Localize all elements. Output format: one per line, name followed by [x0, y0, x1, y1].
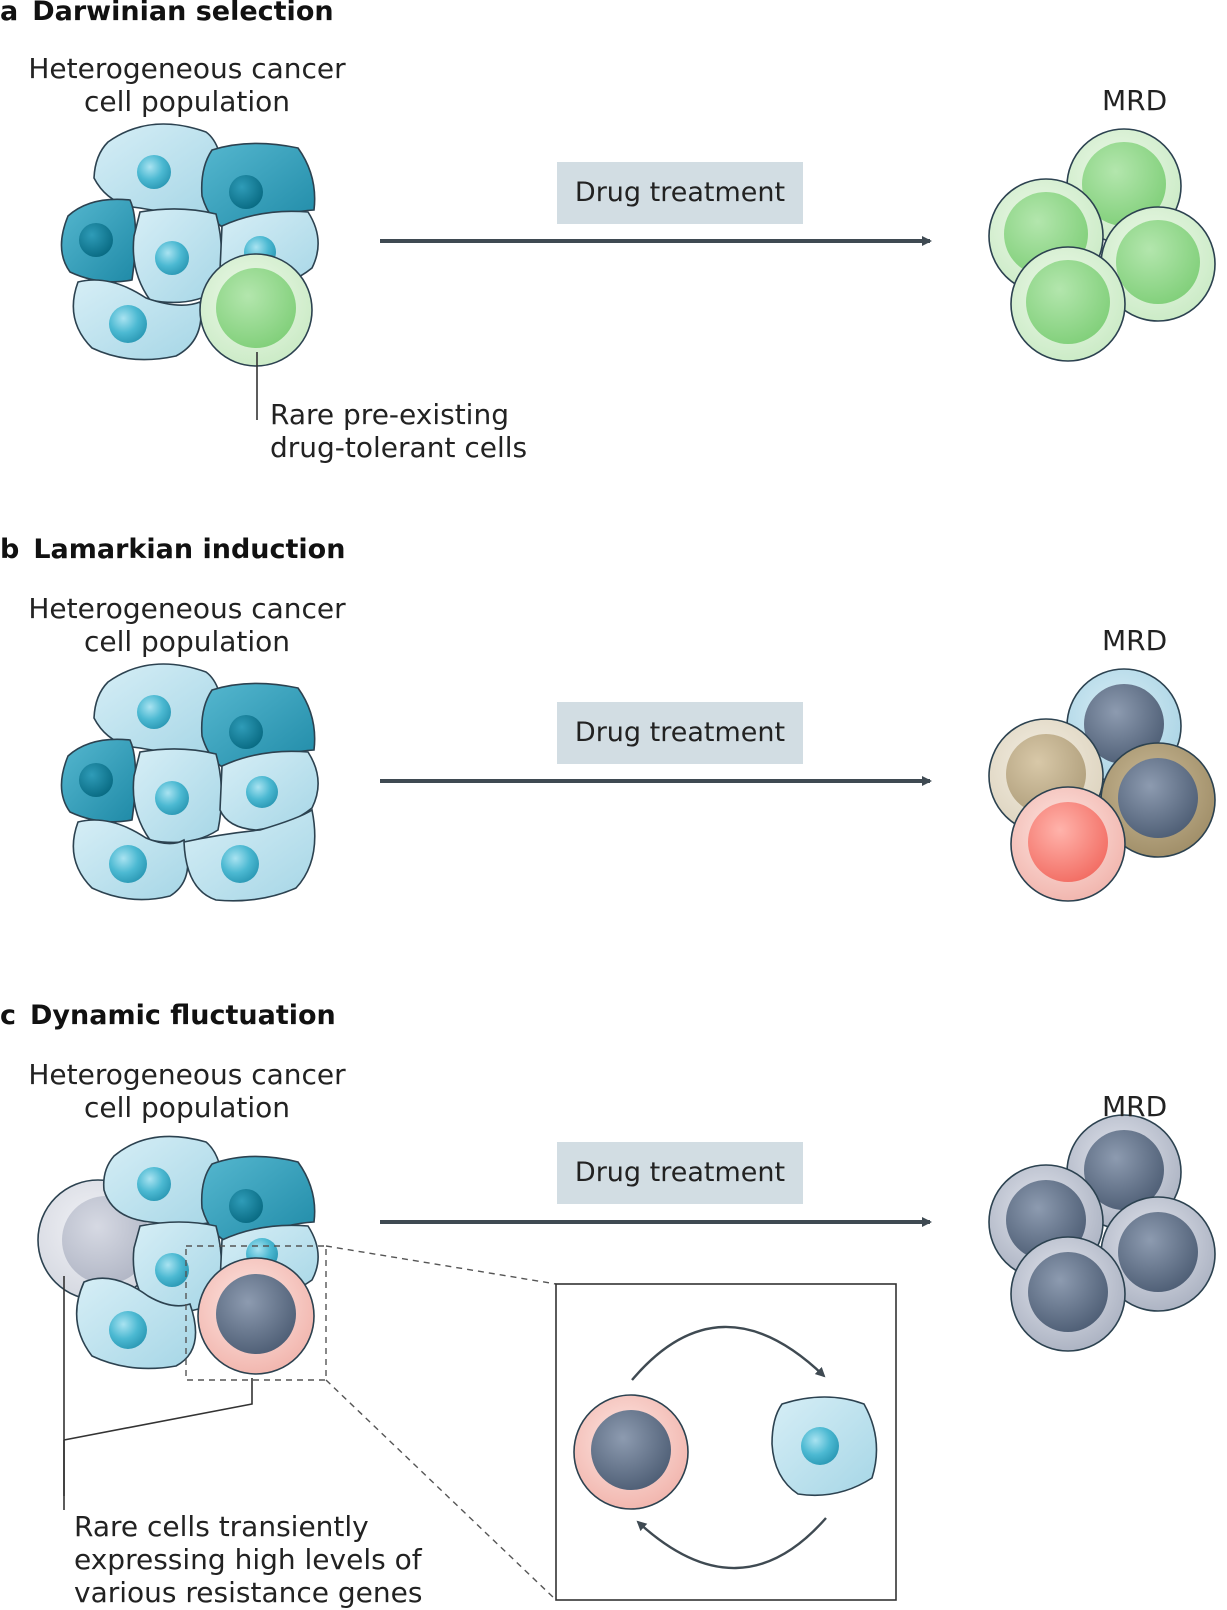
panel-a-cell-cluster [60, 123, 319, 420]
panel-b-cell-cluster [60, 663, 319, 902]
panel-b-mrd-cluster [988, 668, 1216, 902]
nucleus-icon [246, 776, 278, 808]
panel-a-mrd-cluster [988, 128, 1216, 362]
nucleus-icon [221, 845, 259, 883]
panel-b-mrd-label: MRD [1102, 624, 1168, 657]
annotation-line-1: Rare cells transiently [74, 1510, 369, 1543]
panel-c-cell-cluster [37, 1135, 327, 1510]
panel-a-drug-treatment-box: Drug treatment [557, 162, 803, 224]
zoom-source-box [185, 1245, 327, 1381]
panel-b-letter: b [0, 534, 20, 565]
drug-tolerant-cell-nucleus [216, 268, 296, 348]
population-label-line-1: Heterogeneous cancer [28, 592, 346, 625]
nucleus-icon [109, 1311, 147, 1349]
cycle-arrow-bottom [636, 1517, 827, 1570]
panel-a-title-text: Darwinian selection [32, 0, 334, 27]
nucleus-icon [155, 781, 189, 815]
population-label-line-2: cell population [83, 1091, 291, 1124]
zoom-connector-top [325, 1245, 557, 1285]
nucleus-icon [155, 1253, 189, 1287]
nucleus-icon [229, 715, 263, 749]
population-label-line-1: Heterogeneous cancer [28, 52, 346, 85]
nucleus-icon [79, 223, 113, 257]
panel-c-population-label: Heterogeneous cancer cell population [16, 1058, 358, 1124]
nucleus-icon [79, 763, 113, 797]
panel-c-drug-treatment-box: Drug treatment [557, 1142, 803, 1204]
panel-a-letter: a [0, 0, 19, 27]
panel-c-letter: c [0, 1000, 17, 1031]
population-label-line-1: Heterogeneous cancer [28, 1058, 346, 1091]
nucleus-icon [137, 695, 171, 729]
nucleus-icon [137, 155, 171, 189]
zoom-connector-bottom [325, 1379, 557, 1601]
panel-c-annotation: Rare cells transiently expressing high l… [74, 1510, 422, 1609]
annotation-line-2: drug-tolerant cells [270, 431, 528, 464]
panel-c-title: c Dynamic fluctuation [0, 1000, 336, 1031]
nucleus-icon [155, 241, 189, 275]
cycle-arrow-top [631, 1325, 826, 1381]
nucleus-icon [137, 1167, 171, 1201]
population-label-line-2: cell population [83, 85, 291, 118]
nucleus-icon [801, 1427, 839, 1465]
fluctuation-inset [555, 1283, 897, 1601]
panel-a-population-label: Heterogeneous cancer cell population [16, 52, 358, 118]
nucleus-icon [229, 1189, 263, 1223]
nucleus-icon [109, 845, 147, 883]
panel-b-population-label: Heterogeneous cancer cell population [16, 592, 358, 658]
panel-a-title: a Darwinian selection [0, 0, 334, 27]
panel-c-title-text: Dynamic fluctuation [30, 1000, 336, 1031]
panel-a-annotation: Rare pre-existing drug-tolerant cells [270, 398, 527, 464]
nucleus-icon [229, 175, 263, 209]
panel-c-mrd-label: MRD [1102, 1090, 1168, 1123]
panel-a-mrd-label: MRD [1102, 84, 1168, 117]
panel-b-drug-treatment-box: Drug treatment [557, 702, 803, 764]
nucleus-icon [109, 305, 147, 343]
annotation-line-3: various resistance genes [74, 1576, 423, 1609]
population-label-line-2: cell population [83, 625, 291, 658]
panel-b-title-text: Lamarkian induction [33, 534, 346, 565]
panel-b-title: b Lamarkian induction [0, 534, 345, 565]
annotation-line-1: Rare pre-existing [270, 398, 509, 431]
panel-c-mrd-cluster [988, 1114, 1216, 1352]
annotation-line-2: expressing high levels of [74, 1543, 422, 1576]
